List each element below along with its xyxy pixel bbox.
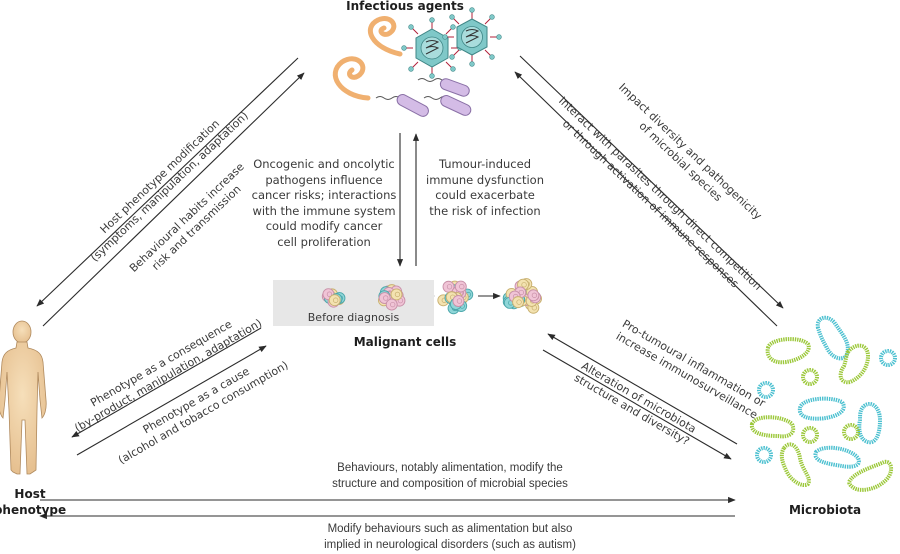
edge-label-modify-behaviours: Modify behaviours such as alimentation b… [324, 523, 576, 551]
coccus-icon [842, 423, 860, 441]
bacillus-icon [838, 343, 871, 385]
edge-label-behaviours-alimentation: Behaviours, notably alimentation, modify… [332, 462, 568, 490]
bacillus-icon [797, 396, 846, 421]
coccus-icon [801, 426, 819, 444]
node-title-infectious-agents: Infectious agents [346, 0, 464, 13]
node-title-microbiota: Microbiota [788, 503, 862, 517]
arrow-malignant-to-microbiota [542, 349, 732, 460]
node-title-host-phenotype: Host phenotype [0, 487, 67, 517]
before-diagnosis-label: Before diagnosis [307, 311, 400, 324]
coccus-icon [801, 368, 819, 386]
virus-icon [401, 17, 463, 79]
edge-label-oncogenic-pathogens: Oncogenic and oncolytic pathogens influe… [251, 157, 397, 249]
bacillus-icon [847, 459, 893, 492]
before-diagnosis-box [273, 280, 434, 326]
arrow-infectious-to-microbiota [519, 55, 784, 309]
virus-icon [442, 7, 502, 67]
bacillus-icon [749, 415, 796, 439]
human-figure-icon [0, 320, 47, 475]
arrow-microbiota-to-malignant [547, 333, 738, 445]
bacillus-icon [815, 315, 850, 361]
edge-label-tumour-induced: Tumour-induced immune dysfunction could … [426, 157, 544, 218]
coccus-icon [757, 381, 775, 399]
microbiota-illustration [749, 315, 897, 492]
arrow-host-to-malignant [76, 345, 267, 456]
infectious-agents-illustration [332, 7, 502, 117]
bacillus-icon [857, 401, 883, 445]
arrow-microbiota-to-infectious [514, 71, 778, 327]
arrow-infectious-to-host [36, 57, 299, 307]
coccus-icon [879, 349, 897, 367]
arrow-host-to-infectious [42, 72, 305, 327]
worm-icon [332, 16, 403, 101]
bacillus-icon [765, 337, 811, 365]
coccus-icon [755, 446, 773, 464]
bacterium-icon [417, 78, 470, 97]
bacterium-icon [375, 94, 429, 117]
bacillus-icon [813, 445, 861, 469]
node-title-malignant-cells: Malignant cells [353, 335, 457, 349]
bacterium-icon [423, 95, 472, 116]
arrow-malignant-to-host [71, 327, 262, 438]
bacillus-icon [779, 442, 811, 487]
